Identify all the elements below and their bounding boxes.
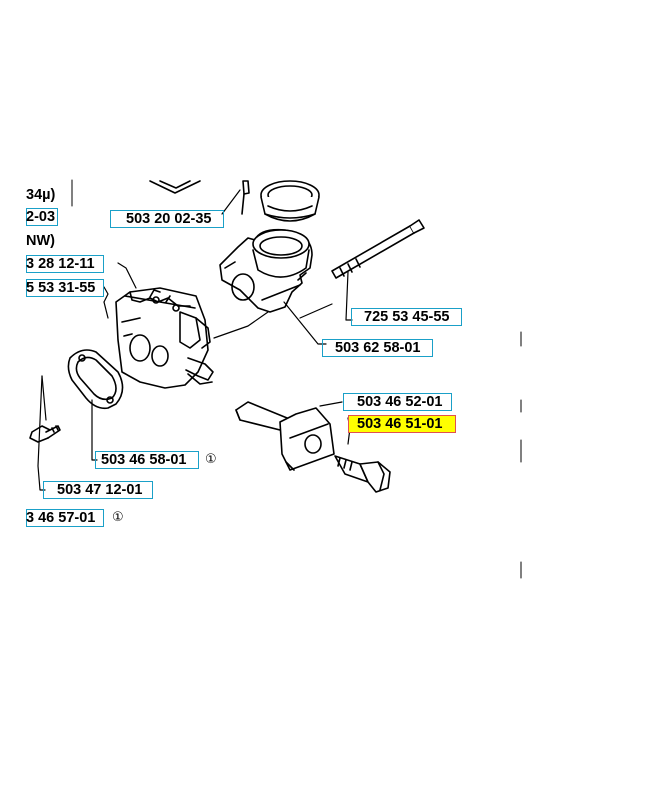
cover-fragment <box>149 180 201 194</box>
callout-box-503-46-58-01 <box>95 451 199 469</box>
long-bolt <box>331 219 425 279</box>
label-fragment-44mu: 34µ) <box>26 187 56 203</box>
label-3-28-12-11[interactable]: 3 28 12-11 <box>26 256 95 272</box>
callout-box-503-46-52-01 <box>343 393 452 411</box>
label-725-53-45-55[interactable]: 725 53 45-55 <box>364 309 450 325</box>
link-screw <box>334 455 391 493</box>
callout-box-503-62-58-01 <box>322 339 433 357</box>
label-503-47-12-01[interactable]: 503 47 12-01 <box>57 482 143 498</box>
control-link <box>235 401 335 471</box>
callout-box-503-20-02-35 <box>110 210 224 228</box>
label-503-20-02-35[interactable]: 503 20 02-35 <box>126 211 212 227</box>
note-circle-2: ① <box>112 510 124 525</box>
frame-ticks <box>71 179 522 579</box>
callout-box-5-53-31-55 <box>26 279 104 297</box>
hex-bolt <box>29 425 61 443</box>
label-3-46-57-01[interactable]: 3 46 57-01 <box>26 510 96 526</box>
callout-box-2-03 <box>26 208 58 226</box>
label-503-62-58-01[interactable]: 503 62 58-01 <box>335 340 421 356</box>
small-screw <box>241 180 250 215</box>
intake-manifold <box>219 228 313 313</box>
rubber-boot <box>260 180 320 222</box>
label-503-46-51-01[interactable]: 503 46 51-01 <box>357 416 443 432</box>
note-circle-1: ① <box>205 452 217 467</box>
carburetor <box>115 287 214 389</box>
label-5-53-31-55[interactable]: 5 53 31-55 <box>26 280 96 296</box>
callout-box-3-28-12-11 <box>26 255 104 273</box>
label-fragment-nw: NW) <box>26 233 55 249</box>
callout-box-725-53-45-55 <box>351 308 462 326</box>
label-503-46-52-01[interactable]: 503 46 52-01 <box>357 394 443 410</box>
gasket <box>67 349 124 410</box>
callout-box-3-46-57-01 <box>26 509 104 527</box>
label-503-46-58-01[interactable]: 503 46 58-01 <box>101 452 187 468</box>
highlighted-callout-503-46-51-01[interactable] <box>348 415 456 433</box>
callout-box-503-47-12-01 <box>43 481 153 499</box>
label-fragment-2-03: 2-03 <box>26 209 56 225</box>
